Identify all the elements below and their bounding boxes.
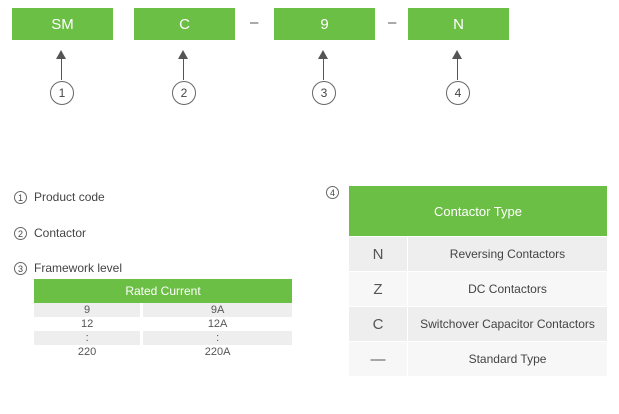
code-box-product: SM: [12, 8, 113, 40]
arrow-up-icon: [178, 50, 188, 59]
separator-dash: –: [388, 14, 397, 31]
legend-number-4: 4: [326, 186, 339, 199]
legend-contactor: Contactor: [34, 226, 87, 240]
table-cell: 12A: [143, 317, 292, 331]
type-code: N: [349, 236, 407, 272]
rated-current-table: Rated Current 9 9A 12 12A : : 220 220A: [34, 279, 292, 359]
type-description: Standard Type: [408, 341, 607, 376]
arrow-up-icon: [452, 50, 462, 59]
table-cell: 9A: [143, 303, 292, 317]
legend-product-code: Product code: [34, 190, 105, 204]
table-cell: 220: [34, 345, 141, 359]
contactor-type-table: Contactor Type N Reversing Contactors Z …: [349, 186, 607, 376]
marker-circle-2: 2: [172, 81, 196, 105]
code-box-label: N: [453, 15, 464, 33]
type-description: Switchover Capacitor Contactors: [408, 306, 607, 342]
type-description: Reversing Contactors: [408, 236, 607, 272]
table-cell: 9: [34, 303, 141, 317]
marker-circle-1: 1: [50, 81, 74, 105]
arrow-up-icon: [56, 50, 66, 59]
table-row: Z DC Contactors: [349, 271, 607, 307]
contactor-type-header: Contactor Type: [349, 186, 607, 237]
table-row: 9 9A: [34, 303, 292, 317]
separator-dash: –: [250, 14, 259, 31]
rated-current-header: Rated Current: [34, 279, 292, 303]
legend-number-2: 2: [14, 227, 27, 240]
code-box-label: 9: [320, 15, 329, 33]
type-description: DC Contactors: [408, 271, 607, 307]
arrow-up-icon: [318, 50, 328, 59]
code-box-label: C: [179, 15, 190, 33]
table-cell: 12: [34, 317, 141, 331]
table-row: 220 220A: [34, 345, 292, 359]
code-box-contactor: C: [134, 8, 235, 40]
table-row: — Standard Type: [349, 341, 607, 376]
table-row: N Reversing Contactors: [349, 236, 607, 272]
type-code: —: [349, 341, 407, 376]
table-row: 12 12A: [34, 317, 292, 331]
table-cell: 220A: [143, 345, 292, 359]
table-cell: :: [143, 331, 292, 345]
marker-circle-3: 3: [312, 81, 336, 105]
legend-framework-level: Framework level: [34, 261, 123, 275]
code-box-label: SM: [51, 15, 74, 33]
arrow-line: [457, 58, 458, 80]
table-row: C Switchover Capacitor Contactors: [349, 306, 607, 342]
arrow-line: [61, 58, 62, 80]
marker-circle-4: 4: [446, 81, 470, 105]
legend-number-3: 3: [14, 262, 27, 275]
table-cell: :: [34, 331, 141, 345]
arrow-line: [323, 58, 324, 80]
code-box-framework: 9: [274, 8, 375, 40]
code-box-type: N: [408, 8, 509, 40]
type-code: C: [349, 306, 407, 342]
table-row: : :: [34, 331, 292, 345]
type-code: Z: [349, 271, 407, 307]
legend-number-1: 1: [14, 191, 27, 204]
arrow-line: [183, 58, 184, 80]
